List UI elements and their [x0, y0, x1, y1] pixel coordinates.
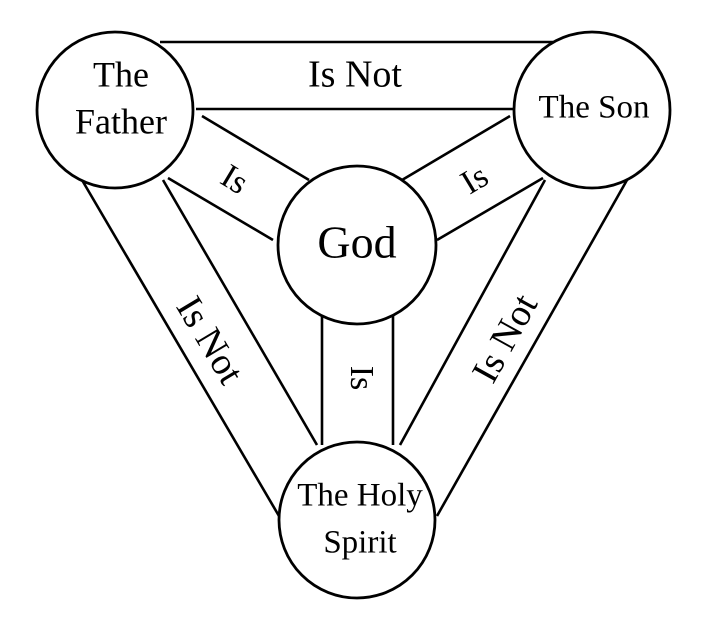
label-son-god: Is	[455, 158, 495, 202]
band-son-spirit	[398, 179, 629, 517]
band-father-son	[160, 40, 557, 111]
band-father-spirit	[80, 179, 319, 517]
node-son-label: The Son	[539, 90, 650, 126]
node-spirit-line2: Spirit	[323, 525, 396, 561]
label-son-spirit: Is Not	[464, 287, 546, 390]
node-god-label: God	[317, 217, 396, 268]
node-god: God	[276, 164, 438, 326]
label-spirit-god: Is	[343, 366, 380, 391]
label-father-god: Is	[214, 158, 254, 202]
band-spirit-god	[320, 304, 395, 445]
label-father-son: Is Not	[308, 54, 402, 96]
node-father-line1: The	[93, 54, 149, 94]
node-spirit: The Holy Spirit	[277, 440, 437, 600]
label-father-spirit: Is Not	[168, 289, 253, 392]
node-father-line2: Father	[75, 101, 167, 141]
band-father-god	[167, 114, 310, 242]
node-son: The Son	[512, 30, 672, 190]
node-father: The Father	[35, 30, 195, 190]
band-son-god	[401, 114, 544, 242]
node-spirit-line1: The Holy	[297, 478, 423, 514]
